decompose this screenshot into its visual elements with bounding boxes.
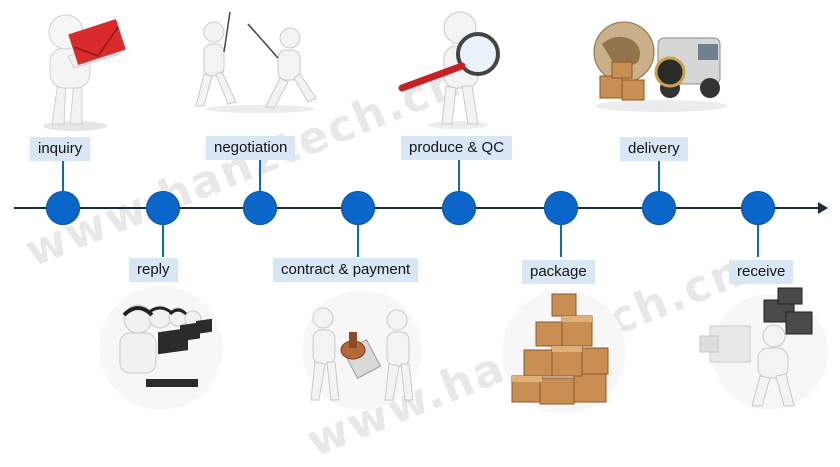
contract-stamp-figures-icon	[302, 290, 422, 410]
node-package	[544, 191, 578, 225]
label-negotiation: negotiation	[206, 136, 296, 160]
globe-truck-boxes-icon	[593, 21, 727, 112]
label-receive: receive	[729, 260, 794, 284]
label-package: package	[522, 260, 595, 284]
label-inquiry: inquiry	[30, 137, 91, 161]
stem-contract-payment	[357, 225, 359, 257]
magnifier-inspector-icon	[398, 11, 500, 129]
node-reply	[146, 191, 180, 225]
stem-package	[560, 225, 562, 257]
stem-receive	[757, 225, 759, 257]
stem-negotiation	[259, 160, 261, 192]
label-delivery: delivery	[620, 137, 688, 161]
timeline-arrowhead	[818, 202, 828, 214]
label-reply: reply	[129, 258, 178, 282]
stem-inquiry	[62, 160, 64, 192]
label-produce-qc: produce & QC	[401, 136, 513, 160]
figure-carrying-boxes-icon	[699, 287, 828, 410]
timeline-axis	[14, 207, 820, 209]
stem-produce-qc	[458, 160, 460, 192]
node-contract-payment	[341, 191, 375, 225]
node-negotiation	[243, 191, 277, 225]
node-inquiry	[46, 191, 80, 225]
label-contract-payment: contract & payment	[273, 258, 419, 282]
node-produce-qc	[442, 191, 476, 225]
stem-delivery	[658, 160, 660, 192]
cardboard-boxes-icon	[502, 290, 626, 414]
call-center-operators-icon	[99, 286, 223, 410]
fencing-figures-icon	[195, 11, 317, 113]
node-receive	[741, 191, 775, 225]
inquiry-email-figure-icon	[43, 14, 126, 131]
node-delivery	[642, 191, 676, 225]
stem-reply	[162, 225, 164, 257]
